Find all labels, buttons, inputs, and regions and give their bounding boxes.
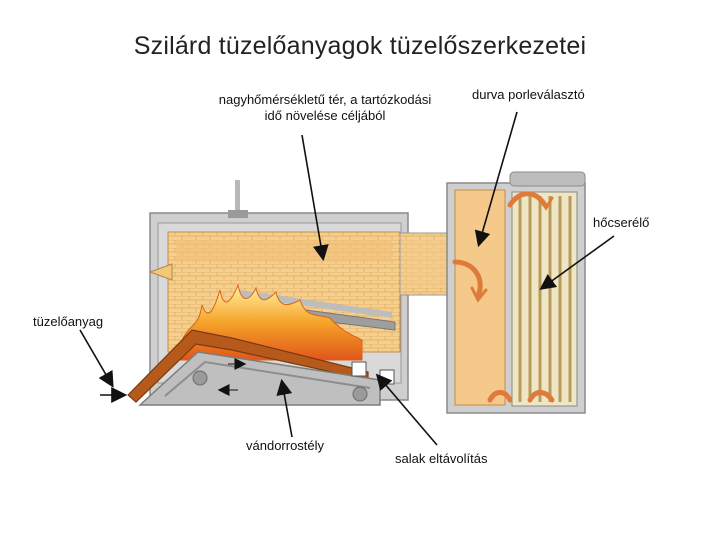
pointer-high-temp [301,134,329,262]
pointer-heat-exchanger [539,235,615,290]
fuel-label: tüzelőanyag [33,314,104,329]
pointer-travelling-grate [276,378,293,438]
pointer-slag-removal [375,373,438,446]
top-rod [235,180,240,215]
travelling-grate-label: vándorrostély [246,438,325,453]
gas-flow-arrows [452,191,555,403]
pointer-lines [79,111,615,446]
pointer-dust-separator [474,111,518,248]
high-temperature-zone-label-line2: idő növelése céljából [264,108,386,123]
page-title: Szilárd tüzelőanyagok tüzelőszerkezetei [133,32,587,60]
travelling-grate [138,351,381,406]
high-temperature-zone-label-line1: nagyhőmérsékletű tér, a tartózkodási [218,92,432,107]
dust-separator-label: durva porleválasztó [472,87,585,102]
heat-exchanger-label: hőcserélő [593,215,650,230]
pointer-fuel [79,329,114,388]
high-temperature-zone-label: nagyhőmérsékletű tér, a tartózkodási idő… [190,92,460,124]
burner-nozzle [148,263,173,281]
heat-exchanger-tubes [511,191,578,407]
slag-removal-label: salak eltávolítás [395,451,488,466]
